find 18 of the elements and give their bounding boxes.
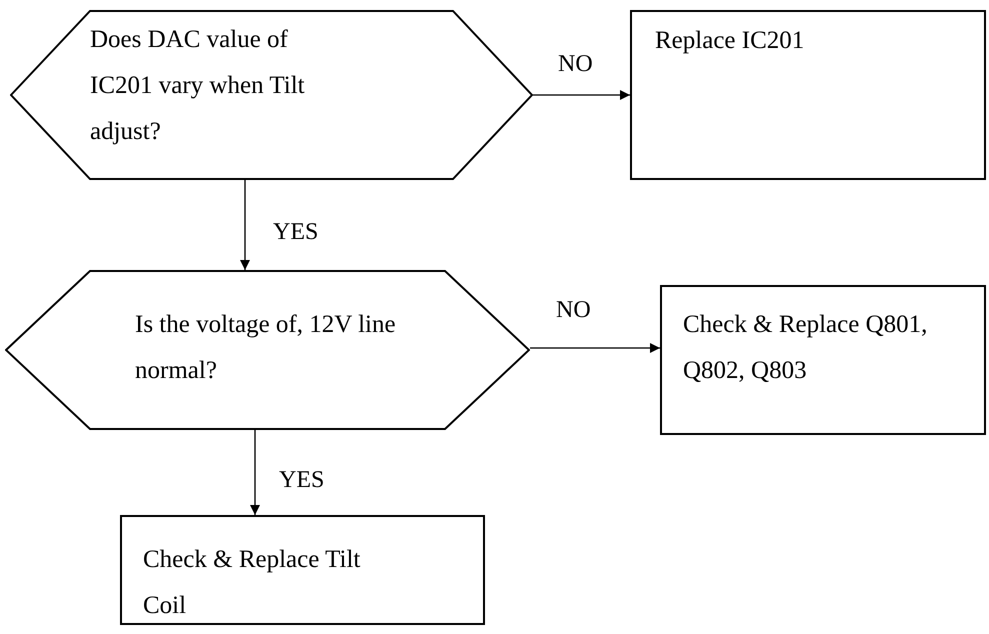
node-text: Replace IC201 [655,26,806,56]
edge-label: YES [279,466,324,494]
decision-hexagon [10,10,533,180]
node-text: Check & Replace Tilt Coil [143,545,362,621]
arrow [240,180,250,270]
arrow [533,90,630,100]
process-box [660,285,986,435]
node-text: Check & Replace Q801, Q802, Q803 [683,310,928,386]
node-text: Does DAC value of IC201 vary when Tilt adjust? [90,25,306,147]
process-box [120,515,485,625]
arrow [530,343,660,353]
decision-hexagon [5,270,530,430]
arrow [250,430,260,515]
edge-label: YES [273,218,318,246]
node-text: Is the voltage of, 12V line normal? [135,310,397,386]
process-box [630,10,986,180]
edge-label: NO [556,296,591,324]
edge-label: NO [558,50,593,78]
